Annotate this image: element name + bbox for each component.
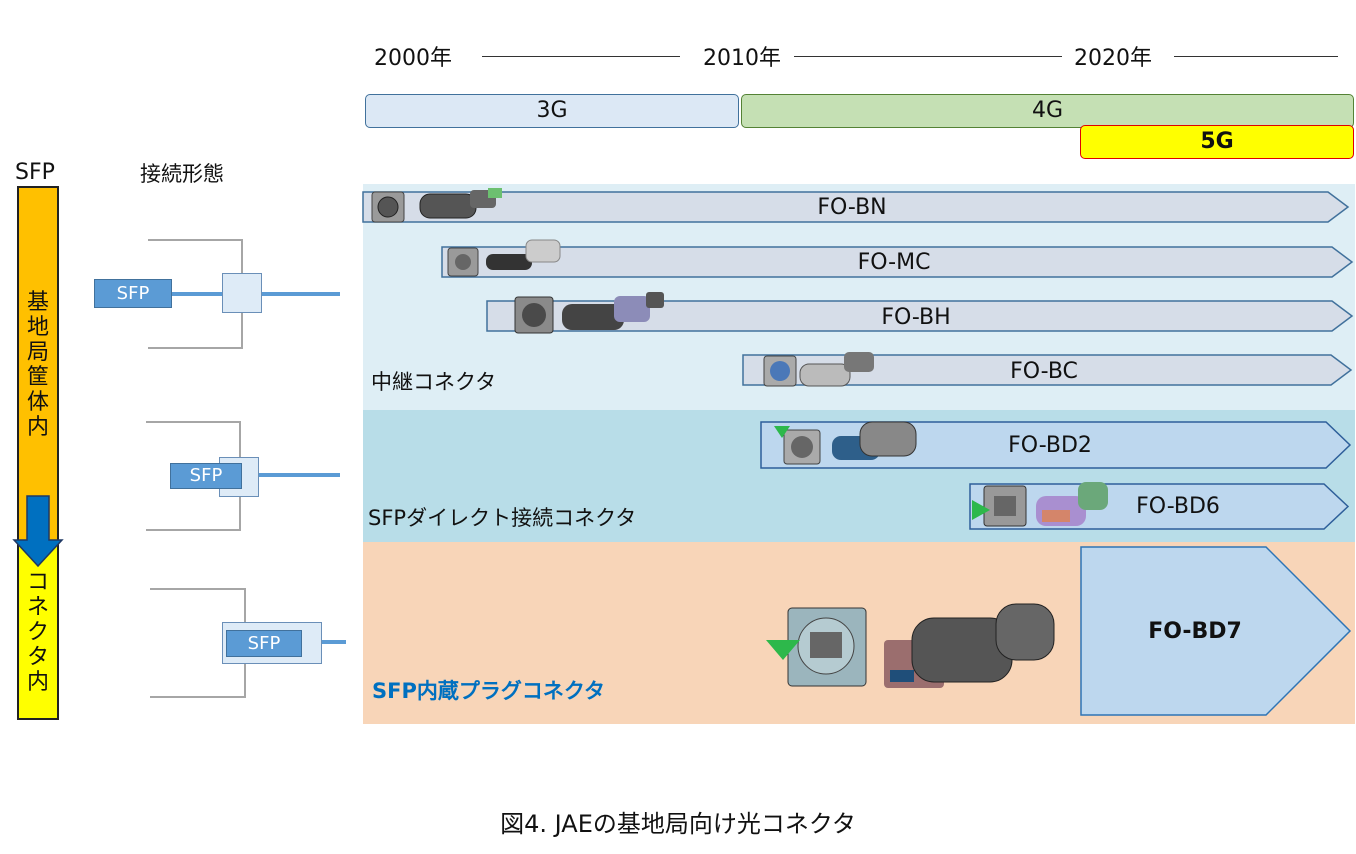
axis-bar-bottom bbox=[17, 544, 59, 720]
era-3g: 3G bbox=[365, 94, 739, 128]
figure-caption: 図4. JAEの基地局向け光コネクタ bbox=[500, 810, 856, 838]
product-arrow-fo-bd7 bbox=[1080, 546, 1352, 716]
connector-plug-icon bbox=[1036, 482, 1108, 526]
group-label-sfp-builtin: SFP内蔵プラグコネクタ bbox=[372, 679, 606, 703]
era-4g: 4G bbox=[741, 94, 1354, 128]
axis-label-top: 基地局筐体内 bbox=[26, 290, 49, 440]
product-arrow-fo-bh bbox=[486, 300, 1354, 332]
axis-title-sfp: SFP bbox=[15, 160, 55, 185]
product-arrow-fo-bn bbox=[362, 191, 1350, 223]
connector-plug-icon bbox=[486, 239, 561, 270]
year-2010: 2010年 bbox=[703, 46, 781, 71]
connector-receptacle-icon bbox=[763, 355, 797, 387]
year-2000: 2000年 bbox=[374, 46, 452, 71]
fiber-line bbox=[240, 473, 340, 477]
product-fo-bd7: FO-BD7 bbox=[1148, 619, 1242, 644]
connector-receptacle-icon bbox=[447, 247, 479, 277]
connector-plug-icon bbox=[832, 421, 917, 460]
connector-plug-icon bbox=[562, 292, 664, 330]
era-5g: 5G bbox=[1080, 125, 1354, 159]
axis-bar-top bbox=[17, 186, 59, 544]
connector-receptacle-icon bbox=[371, 191, 405, 223]
product-arrow-fo-bc bbox=[742, 354, 1353, 386]
fiber-line bbox=[300, 640, 346, 644]
connector-plug-icon bbox=[884, 603, 1055, 688]
connector-receptacle-icon bbox=[514, 296, 554, 334]
sfp-module: SFP bbox=[226, 630, 302, 657]
group-label-sfp-direct: SFPダイレクト接続コネクタ bbox=[368, 506, 637, 530]
timeline-line bbox=[1174, 56, 1338, 57]
connector-plug-icon bbox=[419, 188, 502, 219]
connector-plug-icon bbox=[799, 352, 874, 387]
group-label-relay: 中継コネクタ bbox=[371, 370, 497, 394]
product-fo-mc: FO-MC bbox=[857, 250, 931, 275]
connector-receptacle-icon bbox=[972, 485, 1027, 527]
sfp-module: SFP bbox=[94, 279, 172, 308]
connector-receptacle-icon bbox=[774, 426, 821, 465]
sfp-module: SFP bbox=[170, 463, 242, 489]
timeline-line bbox=[482, 56, 680, 57]
product-fo-bd6: FO-BD6 bbox=[1136, 494, 1220, 519]
axis-label-bottom: コネクタ内 bbox=[26, 570, 49, 695]
product-fo-bc: FO-BC bbox=[1010, 359, 1078, 384]
connector-receptacle-icon bbox=[766, 607, 867, 687]
product-fo-bn: FO-BN bbox=[817, 195, 887, 220]
connection-header: 接続形態 bbox=[140, 162, 224, 186]
year-2020: 2020年 bbox=[1074, 46, 1152, 71]
timeline-line bbox=[794, 56, 1062, 57]
connector-housing bbox=[222, 273, 262, 313]
product-fo-bd2: FO-BD2 bbox=[1008, 433, 1092, 458]
product-arrow-fo-mc bbox=[441, 246, 1354, 278]
product-fo-bh: FO-BH bbox=[881, 305, 951, 330]
